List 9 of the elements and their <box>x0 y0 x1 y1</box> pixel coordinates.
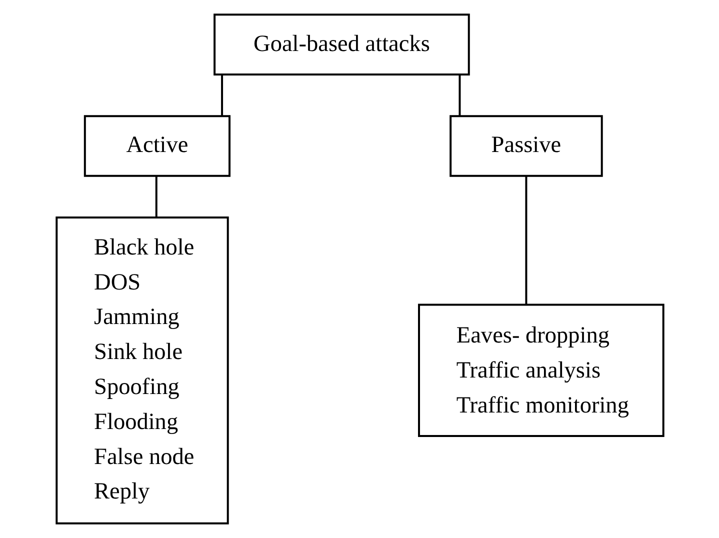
connector <box>458 75 460 116</box>
connector <box>220 75 223 116</box>
node-box: Black hole DOS Jamming Sink hole Spoofing Flooding False node Reply <box>55 216 228 524</box>
node-box: Active <box>83 115 230 177</box>
connector <box>154 176 157 218</box>
node-box: Passive <box>449 115 602 177</box>
connector <box>524 176 527 304</box>
node-box: Eaves- dropping Traffic analysis Traffic monitoring <box>418 304 664 438</box>
node-box: Goal-based attacks <box>213 14 470 76</box>
